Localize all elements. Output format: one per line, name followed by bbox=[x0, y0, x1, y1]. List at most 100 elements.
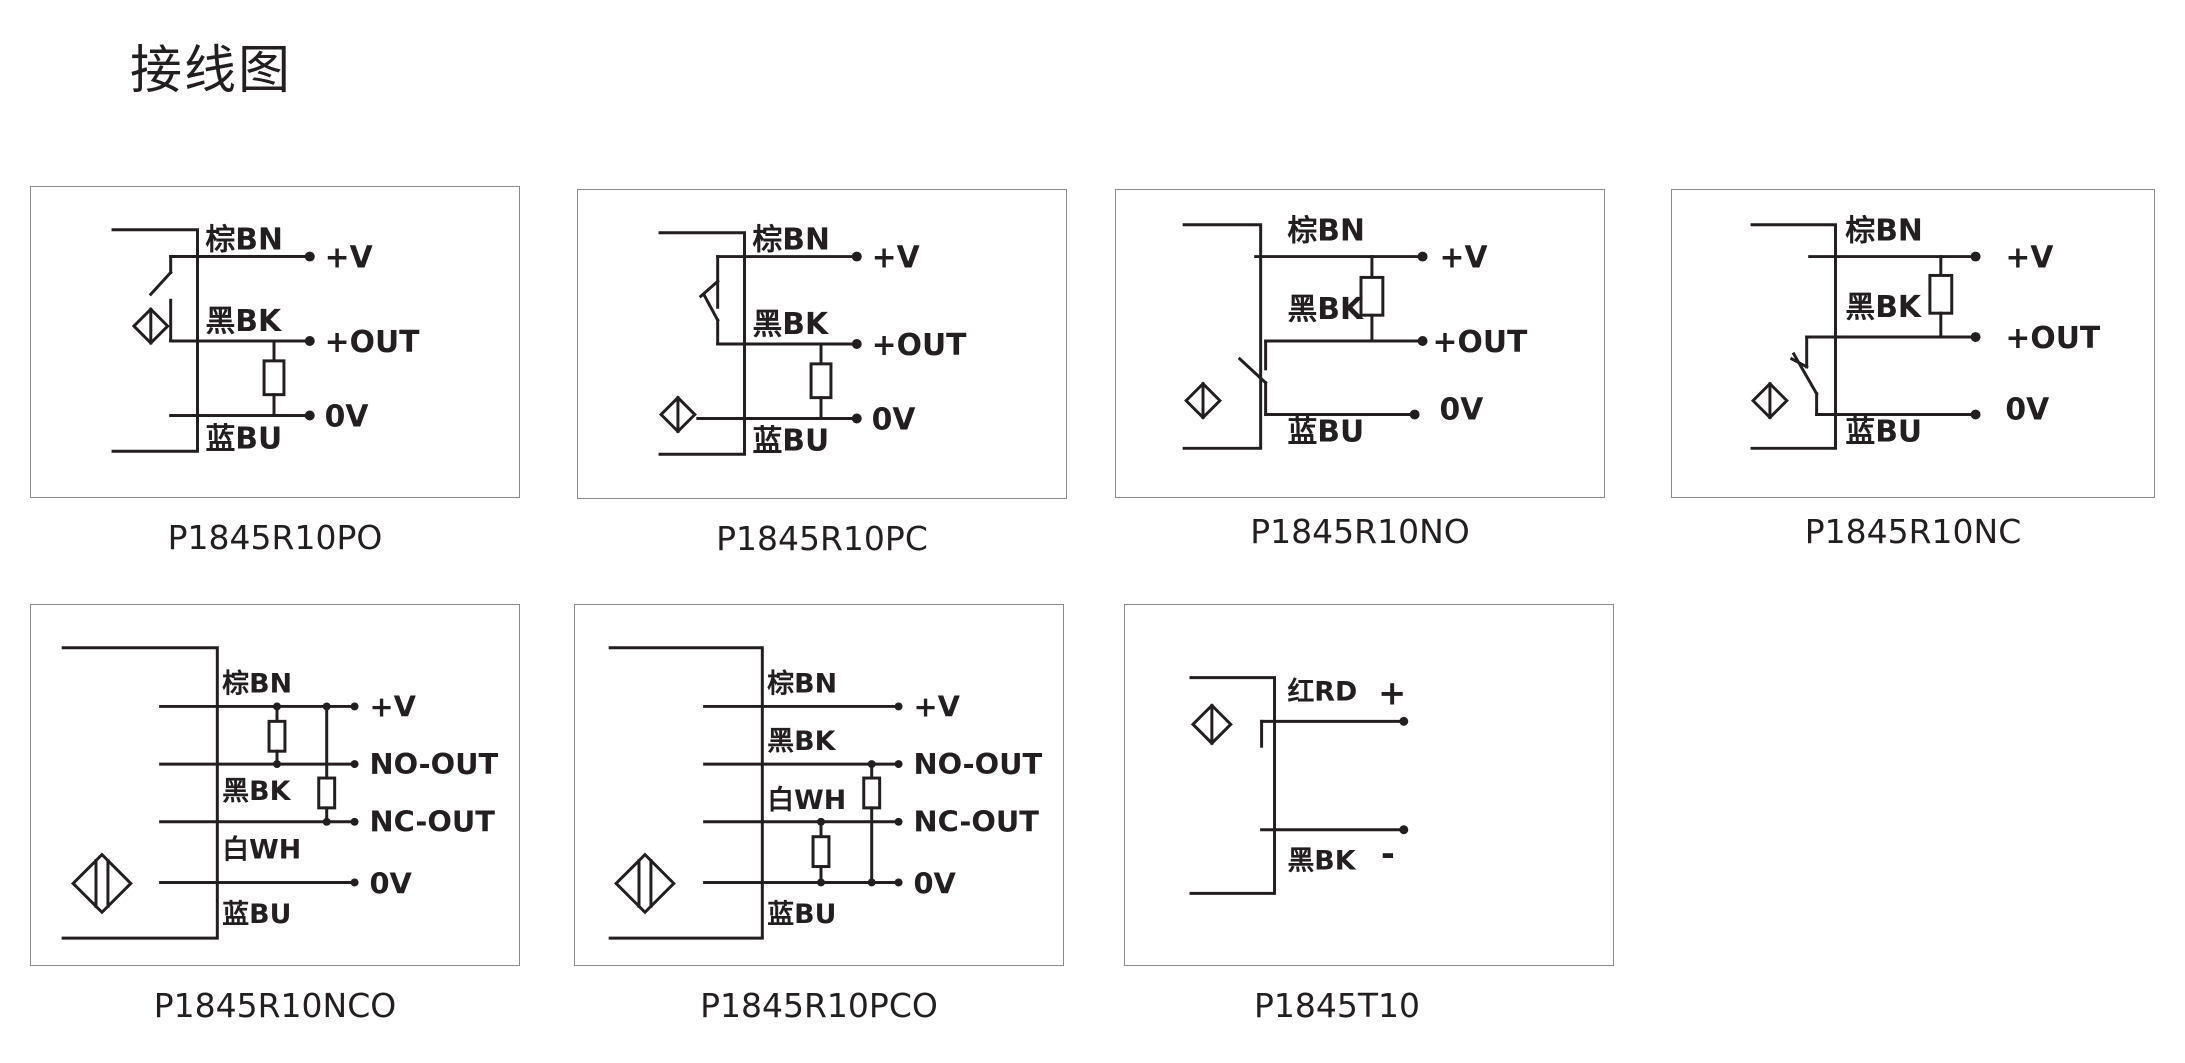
terminal-out bbox=[304, 336, 315, 346]
label-brown: 棕BN bbox=[222, 669, 292, 700]
label-v: +V bbox=[325, 240, 373, 275]
circuit-no: 棕BN 黑BK 蓝BU +V +OUT 0V bbox=[1182, 214, 1528, 450]
terminal-no-out bbox=[350, 760, 359, 769]
terminal-v bbox=[851, 251, 862, 262]
label-blue: 蓝BU bbox=[205, 421, 282, 456]
terminal-nc-out bbox=[894, 817, 903, 826]
wiring-diagram-po: 棕BN 黑BK 蓝BU +V +OUT 0V bbox=[30, 186, 520, 498]
label-zero: 0V bbox=[872, 402, 916, 437]
label-blue: 蓝BU bbox=[767, 899, 836, 930]
terminal-out bbox=[1417, 336, 1428, 346]
terminal-out bbox=[851, 339, 862, 349]
model-label-po: P1845R10PO bbox=[167, 518, 383, 557]
label-brown: 棕BN bbox=[767, 669, 837, 700]
label-black: 黑BK bbox=[1287, 846, 1356, 877]
terminal-minus bbox=[1399, 825, 1409, 835]
label-brown: 棕BN bbox=[1287, 214, 1364, 249]
sensor-symbol-icon bbox=[131, 307, 170, 346]
label-black: 黑BK bbox=[205, 304, 282, 339]
sensor-symbol-icon bbox=[1184, 381, 1223, 420]
sensor-body-outline bbox=[1182, 223, 1263, 450]
load-resistor-nc bbox=[811, 835, 831, 869]
sensor-body-outline bbox=[1189, 676, 1277, 895]
sensor-body-outline bbox=[61, 646, 219, 940]
label-black: 黑BK bbox=[752, 307, 829, 342]
page-title: 接线图 bbox=[130, 41, 293, 101]
terminal-v bbox=[1970, 251, 1981, 262]
label-v: +V bbox=[913, 689, 960, 723]
label-white: 白WH bbox=[767, 784, 846, 816]
terminal-zero bbox=[350, 878, 359, 887]
label-brown: 棕BN bbox=[1845, 214, 1922, 249]
terminal-zero bbox=[304, 410, 315, 421]
circuit-t10: 红RD 黑BK + - bbox=[1189, 673, 1409, 895]
circuit-pc: 棕BN 黑BK 蓝BU +V +OUT 0V bbox=[658, 223, 967, 458]
label-out: +OUT bbox=[325, 325, 420, 360]
terminal-nc-out bbox=[350, 817, 359, 826]
sensor-body-outline bbox=[608, 646, 764, 940]
label-zero: 0V bbox=[2005, 393, 2049, 428]
label-out: +OUT bbox=[872, 328, 967, 363]
label-out: +OUT bbox=[2005, 321, 2100, 356]
circuit-pco: 棕BN 黑BK 白WH 蓝BU +V NO-OUT NC-OUT 0V bbox=[608, 646, 1043, 940]
wiring-diagram-pc: 棕BN 黑BK 蓝BU +V +OUT 0V bbox=[577, 189, 1067, 499]
label-zero: 0V bbox=[1439, 393, 1483, 428]
sensor-symbol-icon bbox=[1750, 381, 1789, 420]
label-v: +V bbox=[2005, 240, 2053, 275]
label-black: 黑BK bbox=[767, 726, 836, 757]
terminal-out bbox=[1970, 332, 1981, 343]
terminal-zero bbox=[851, 413, 862, 424]
load-resistor bbox=[262, 359, 286, 397]
wiring-diagram-t10: 红RD 黑BK + - bbox=[1124, 604, 1614, 966]
label-black: 黑BK bbox=[1287, 292, 1364, 327]
label-blue: 蓝BU bbox=[1287, 414, 1364, 449]
label-zero: 0V bbox=[913, 866, 956, 900]
label-brown: 棕BN bbox=[205, 223, 282, 258]
terminal-no-out bbox=[894, 760, 903, 769]
label-no-out: NO-OUT bbox=[369, 747, 498, 781]
load-resistor-nc bbox=[317, 776, 337, 810]
model-label-pco: P1845R10PCO bbox=[700, 986, 938, 1025]
model-label-pc: P1845R10PC bbox=[716, 519, 928, 558]
label-blue: 蓝BU bbox=[752, 423, 829, 458]
sensor-symbol-icon bbox=[71, 852, 133, 915]
load-resistor-no bbox=[862, 776, 882, 810]
label-nc-out: NC-OUT bbox=[913, 805, 1039, 839]
load-resistor bbox=[809, 362, 833, 400]
terminal-zero bbox=[1409, 409, 1420, 420]
label-v: +V bbox=[872, 240, 920, 275]
label-brown: 棕BN bbox=[752, 223, 829, 258]
circuit-po: 棕BN 黑BK 蓝BU +V +OUT 0V bbox=[111, 223, 420, 456]
label-white: 白WH bbox=[222, 834, 301, 866]
terminal-v bbox=[894, 702, 903, 711]
label-out: +OUT bbox=[1433, 325, 1528, 360]
model-label-nc: P1845R10NC bbox=[1804, 512, 2022, 551]
load-resistor bbox=[1928, 273, 1954, 315]
switch-contact bbox=[1237, 356, 1268, 385]
terminal-plus bbox=[1399, 716, 1409, 726]
label-blue: 蓝BU bbox=[1845, 414, 1922, 449]
terminal-v bbox=[304, 251, 315, 262]
terminal-v bbox=[350, 702, 359, 711]
wiring-diagram-pco: 棕BN 黑BK 白WH 蓝BU +V NO-OUT NC-OUT 0V bbox=[574, 604, 1064, 966]
model-label-t10: P1845T10 bbox=[1253, 986, 1421, 1025]
switch-contact bbox=[148, 270, 173, 297]
wiring-diagram-nco: 棕BN 黑BK 白WH 蓝BU +V NO-OUT NC-OUT 0V bbox=[30, 604, 520, 966]
load-resistor bbox=[1359, 275, 1385, 317]
label-blue: 蓝BU bbox=[222, 899, 291, 930]
label-v: +V bbox=[369, 689, 416, 723]
terminal-zero bbox=[1970, 409, 1981, 420]
terminal-zero bbox=[894, 878, 903, 887]
sensor-symbol-icon bbox=[658, 395, 697, 434]
label-nc-out: NC-OUT bbox=[369, 805, 495, 839]
label-minus: - bbox=[1381, 835, 1395, 874]
model-label-no: P1845R10NO bbox=[1250, 512, 1470, 551]
label-zero: 0V bbox=[369, 866, 412, 900]
circuit-nc: 棕BN 黑BK 蓝BU +V +OUT 0V bbox=[1750, 214, 2101, 450]
label-red: 红RD bbox=[1287, 675, 1357, 707]
label-black: 黑BK bbox=[1845, 290, 1922, 325]
sensor-symbol-icon bbox=[614, 852, 676, 915]
wiring-diagram-nc: 棕BN 黑BK 蓝BU +V +OUT 0V bbox=[1671, 189, 2155, 498]
terminal-v bbox=[1417, 251, 1428, 262]
label-no-out: NO-OUT bbox=[913, 747, 1042, 781]
